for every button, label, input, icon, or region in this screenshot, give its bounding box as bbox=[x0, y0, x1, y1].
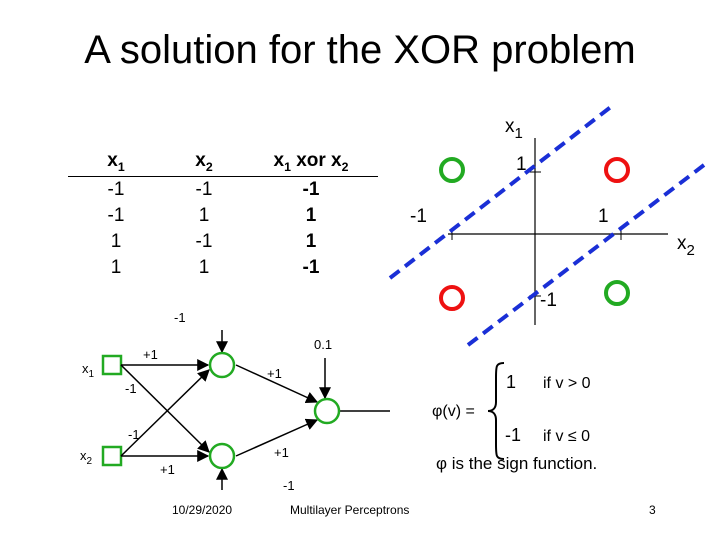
table-cell: 1 bbox=[110, 256, 122, 278]
table-cell: 1 bbox=[198, 204, 210, 226]
bias-label-out: 0.1 bbox=[314, 337, 332, 352]
case-pos-value: 1 bbox=[506, 372, 516, 392]
header-x2: x2 bbox=[164, 148, 244, 177]
x1-axis-label: x1 bbox=[505, 116, 523, 142]
point-red-top-right bbox=[604, 157, 630, 183]
decision-line-upper bbox=[388, 104, 614, 280]
output-node bbox=[313, 397, 341, 425]
page-title: A solution for the XOR problem bbox=[84, 28, 636, 72]
truth-table-header-row: x1 x2 x1 xor x2 bbox=[68, 148, 378, 177]
input-node-x2 bbox=[101, 445, 123, 467]
input-label-x1: x1 bbox=[82, 361, 95, 380]
table-cell: 1 bbox=[305, 230, 317, 252]
edge-h1-out bbox=[235, 364, 319, 403]
phi-label: φ(v) = bbox=[432, 403, 475, 420]
point-green-top-left bbox=[439, 157, 465, 183]
x2-axis-label: x2 bbox=[677, 233, 695, 259]
case-neg-value: -1 bbox=[505, 425, 521, 445]
footer-title: Multilayer Perceptrons bbox=[290, 503, 409, 517]
point-red-bottom-left bbox=[439, 285, 465, 311]
input-label-x2: x2 bbox=[80, 448, 93, 467]
piecewise-brace bbox=[487, 362, 505, 460]
weight-x1-h1: +1 bbox=[143, 347, 158, 362]
edge-x1-h2 bbox=[120, 364, 210, 453]
edge-x2-h1 bbox=[120, 369, 210, 457]
tick-label-x2-neg: -1 bbox=[410, 206, 427, 227]
table-cell: -1 bbox=[195, 230, 213, 252]
truth-table: x1 x2 x1 xor x2 -1 -1 -1 -1 1 1 1 -1 1 1… bbox=[68, 148, 378, 281]
table-cell: -1 bbox=[195, 178, 213, 200]
edge-h2-out bbox=[235, 418, 319, 457]
hidden-node-1 bbox=[208, 351, 236, 379]
weight-x1-h2: -1 bbox=[125, 381, 137, 396]
xor-plot: x1 x2 1 -1 -1 1 bbox=[388, 104, 706, 347]
table-row: -1 1 1 bbox=[68, 203, 378, 229]
page-number: 3 bbox=[649, 503, 656, 517]
case-neg-condition: if v ≤ 0 bbox=[543, 428, 590, 445]
hidden-node-2 bbox=[208, 442, 236, 470]
input-node-x1 bbox=[101, 354, 123, 376]
footer-date: 10/29/2020 bbox=[172, 503, 232, 517]
weight-x2-h2: +1 bbox=[160, 462, 175, 477]
case-pos-condition: if v > 0 bbox=[543, 375, 591, 392]
table-cell: -1 bbox=[107, 178, 125, 200]
weight-h1-out: +1 bbox=[267, 366, 282, 381]
point-green-bottom-right bbox=[604, 280, 630, 306]
tick-label-x2-pos: 1 bbox=[598, 206, 609, 227]
table-cell: -1 bbox=[107, 204, 125, 226]
table-cell: 1 bbox=[110, 230, 122, 252]
tick-label-x1-pos: 1 bbox=[516, 154, 527, 175]
sign-function-note: φ is the sign function. bbox=[436, 454, 597, 473]
weight-x2-h1: -1 bbox=[128, 427, 140, 442]
weight-h2-out: +1 bbox=[274, 445, 289, 460]
table-cell: 1 bbox=[305, 204, 317, 226]
header-x1: x1 bbox=[68, 148, 164, 177]
table-row: 1 1 -1 bbox=[68, 255, 378, 281]
network-diagram: x1 x2 -1 0.1 -1 +1 -1 -1 +1 +1 +1 bbox=[80, 310, 390, 493]
bias-label-top: -1 bbox=[174, 310, 186, 325]
table-cell: -1 bbox=[302, 178, 320, 200]
bias-label-bottom: -1 bbox=[283, 478, 295, 493]
table-row: 1 -1 1 bbox=[68, 229, 378, 255]
tick-label-x1-neg: -1 bbox=[540, 290, 557, 311]
header-xor: x1 xor x2 bbox=[244, 148, 378, 177]
table-row: -1 -1 -1 bbox=[68, 176, 378, 203]
table-cell: -1 bbox=[302, 256, 320, 278]
decision-line-lower bbox=[466, 163, 706, 347]
activation-definition: φ(v) = 1 if v > 0 -1 if v ≤ 0 φ is the s… bbox=[432, 362, 597, 473]
table-cell: 1 bbox=[198, 256, 210, 278]
